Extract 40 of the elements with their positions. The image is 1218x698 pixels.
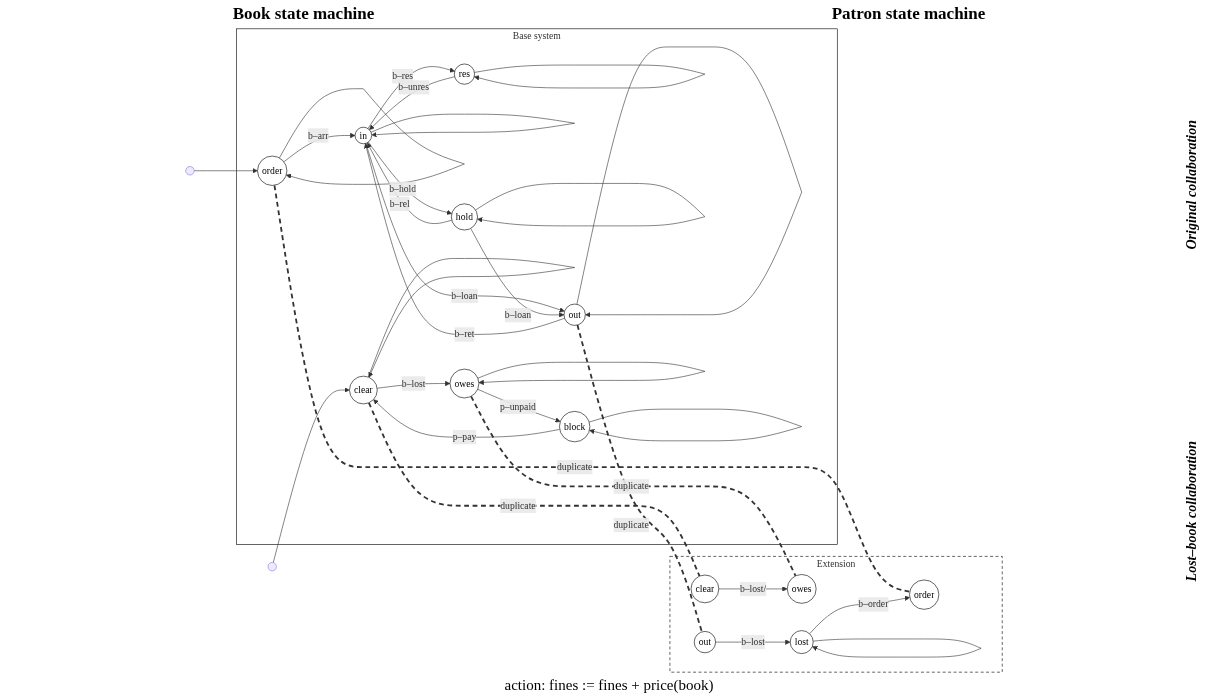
edge-label: b–loan xyxy=(504,309,532,320)
node-circle: clear xyxy=(690,574,720,604)
edge-label: b–lost xyxy=(741,636,765,647)
connector xyxy=(576,324,703,633)
section-heading: Patron state machine xyxy=(831,4,986,24)
node-circle: block xyxy=(559,411,591,443)
node-circle: out xyxy=(563,303,586,326)
node-circle: owes xyxy=(449,368,480,399)
edge-label: duplicate xyxy=(557,461,593,472)
edge-label: p–pay xyxy=(452,431,477,443)
connector xyxy=(470,395,797,577)
edge-label: b–order xyxy=(858,599,889,610)
node-circle: hold xyxy=(451,203,478,231)
node-circle: res xyxy=(454,63,475,85)
edge-label: duplicate xyxy=(613,519,649,530)
node-circle: order xyxy=(909,579,940,610)
side-caption: Lost–book collaboration xyxy=(1184,440,1200,582)
section-heading: Book state machine xyxy=(232,4,375,24)
edge-label: b–arr xyxy=(308,130,329,141)
edge-label: b–rel xyxy=(389,198,410,209)
edge-label: duplicate xyxy=(613,481,649,492)
arrow xyxy=(368,258,575,378)
action-note: action: fines := fines + price(book) xyxy=(504,677,714,693)
node-circle: owes xyxy=(787,574,817,604)
node-circle: out xyxy=(693,631,716,654)
edge-label: b–lost/ xyxy=(739,583,767,594)
node-circle: clear xyxy=(349,375,378,405)
edge-label: b–ret xyxy=(454,329,475,340)
edge-label: b–loan xyxy=(451,290,478,301)
edge-label: p–unpaid xyxy=(499,401,536,412)
edge-label: b–lost xyxy=(401,378,426,389)
edge-label: b–res xyxy=(392,70,413,82)
node-circle: lost xyxy=(789,630,814,654)
edge-label: duplicate xyxy=(500,500,536,511)
connector xyxy=(368,401,701,577)
node-circle: order xyxy=(257,155,288,186)
node-circle: in xyxy=(354,126,372,145)
edge-label: b–unres xyxy=(398,81,429,93)
edge-label: b–hold xyxy=(389,183,417,194)
side-caption: Original collaboration xyxy=(1184,119,1200,250)
